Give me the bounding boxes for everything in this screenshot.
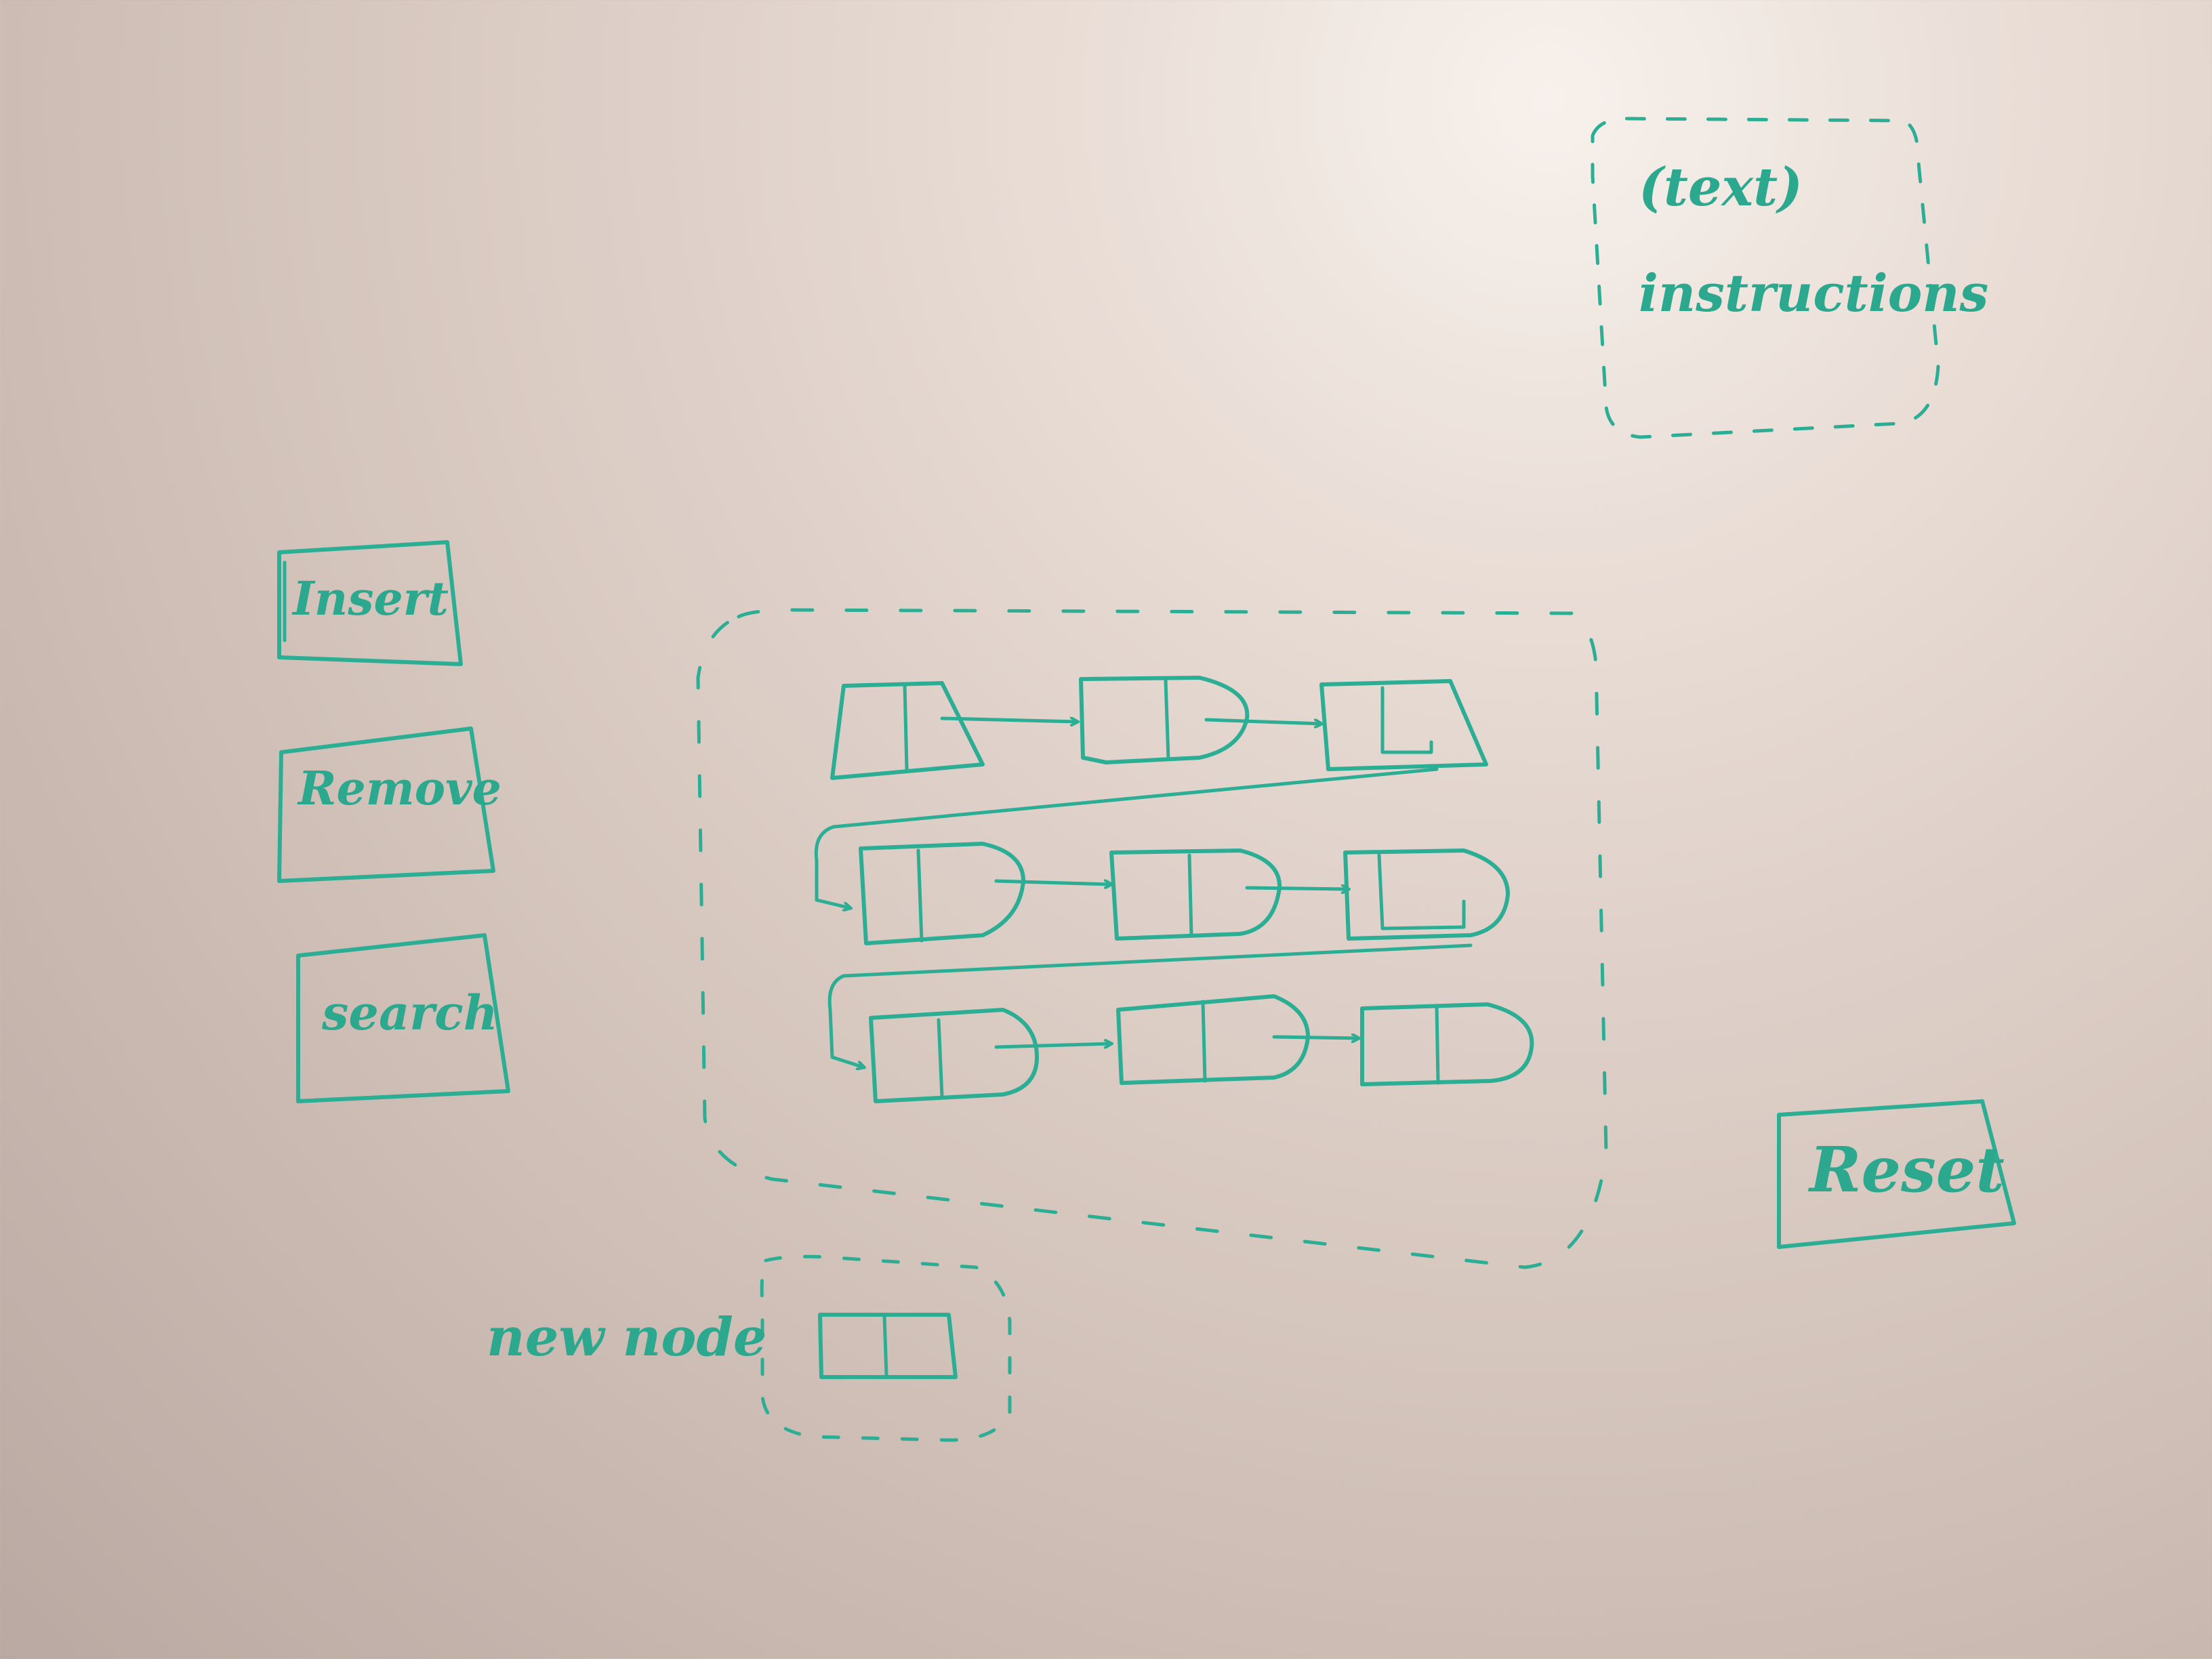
reset-button[interactable] [1777, 1099, 2016, 1249]
list-node[interactable] [1343, 848, 1510, 941]
list-row-1 [830, 676, 1488, 780]
remove-button[interactable] [277, 726, 495, 883]
linked-list-area [696, 608, 1608, 1269]
search-button[interactable] [296, 933, 510, 1103]
list-node[interactable] [1079, 676, 1250, 764]
reset-button-label[interactable]: Reset [1809, 1133, 2005, 1206]
insert-button-label[interactable]: Insert [293, 572, 449, 626]
instructions-line-1: (text) [1639, 157, 1803, 218]
instructions-line-2: instructions [1639, 263, 1989, 323]
new-node-box [760, 1254, 1012, 1442]
list-node[interactable] [1116, 994, 1310, 1085]
list-node[interactable] [1109, 848, 1282, 941]
list-node[interactable] [859, 842, 1025, 945]
list-node[interactable] [830, 681, 985, 780]
list-node[interactable] [1319, 679, 1488, 771]
list-row-2 [859, 842, 1510, 945]
instructions-box [1591, 117, 1940, 439]
remove-button-label[interactable]: Remove [298, 762, 501, 816]
list-node[interactable] [1360, 1002, 1534, 1086]
new-node[interactable] [818, 1313, 958, 1379]
new-node-label: new node [487, 1307, 767, 1368]
search-button-label[interactable]: search [322, 985, 498, 1041]
list-row-3 [869, 994, 1534, 1103]
list-node[interactable] [869, 1008, 1039, 1103]
insert-button[interactable] [277, 540, 463, 666]
